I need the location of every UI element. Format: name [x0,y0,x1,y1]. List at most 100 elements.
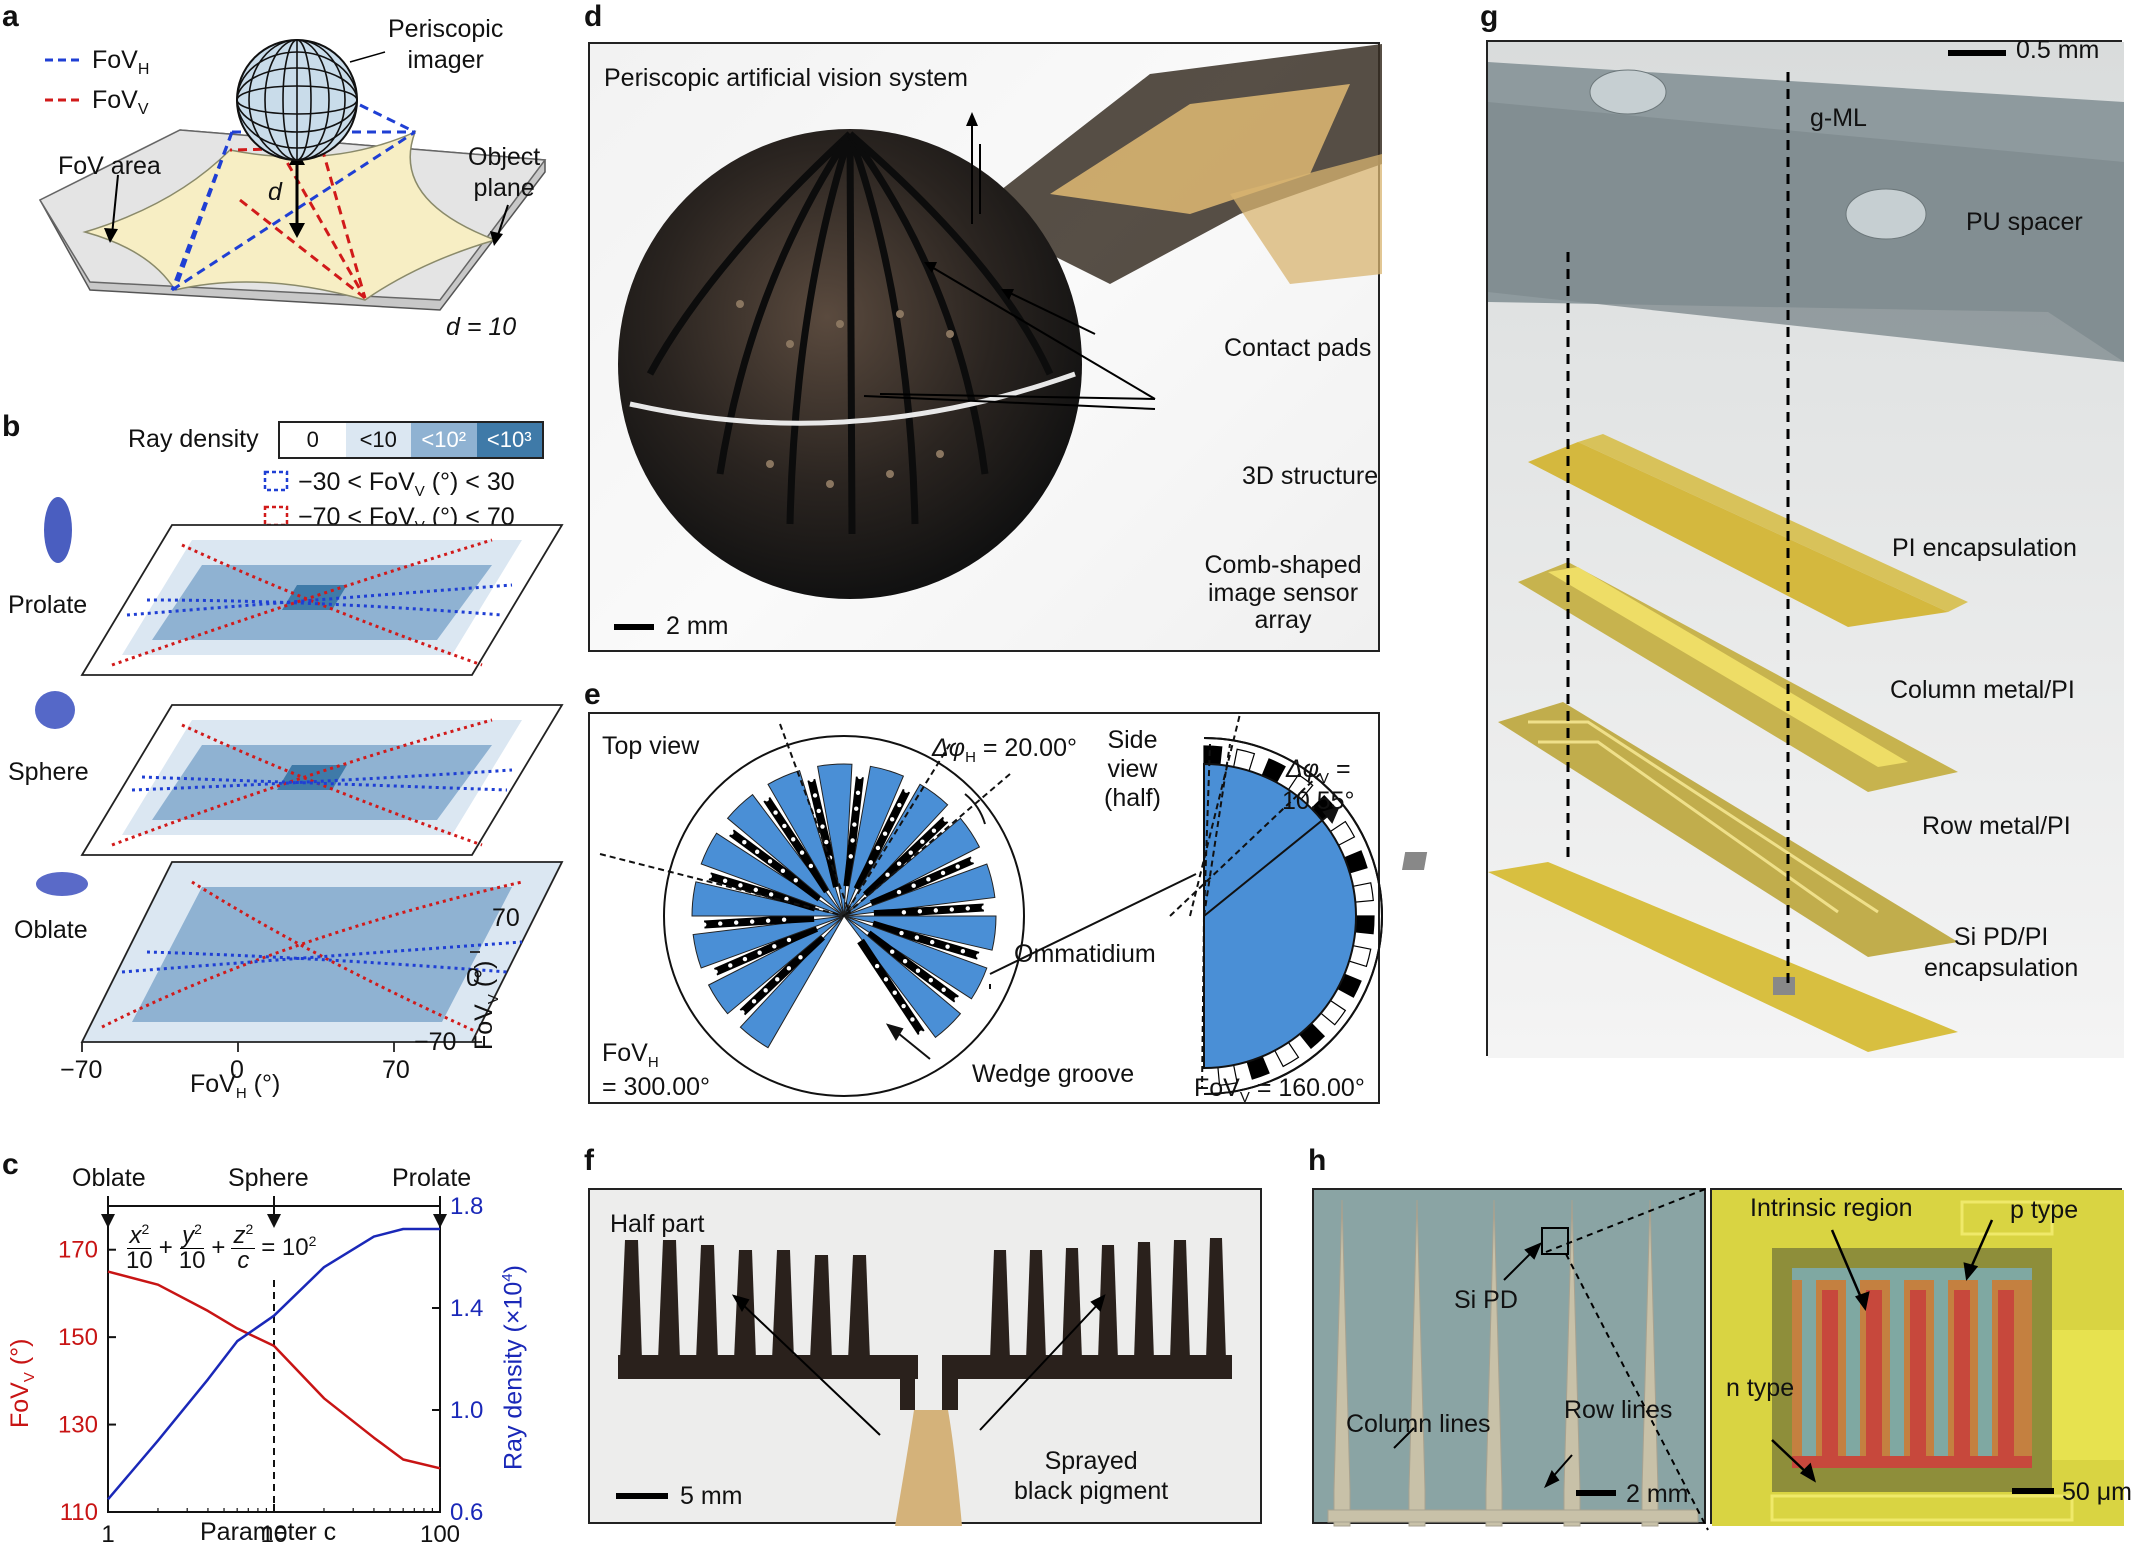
e-dot [901,1003,906,1009]
c-ytick-right-label-3: 1.8 [450,1193,483,1220]
e-dot [848,854,853,859]
e-dot [857,774,863,780]
ytick-neg70: −70 [414,1028,457,1056]
d-comb-array: Comb-shaped image sensor array [1204,551,1362,634]
vision-system-illustration [618,44,1382,599]
e-dot [742,956,748,962]
g-scale-label: 0.5 mm [2016,36,2100,64]
e-side-cell-2 [1261,758,1286,784]
e-sector-5 [726,793,845,917]
c-ytick-left-label-0: 110 [60,1499,98,1526]
range-1-label: −30 < FoVV (°) < 30 [298,468,515,500]
si-pd-closeup-illustration [1712,1190,2124,1526]
e-side-cell-9 [1348,944,1372,968]
ytick-70: 70 [492,904,520,932]
panel-a-drawing [38,39,547,311]
e-dot [780,868,786,873]
e-dot [919,1030,924,1035]
d-contact-pads: Contact pads [1224,334,1372,362]
e-dot [904,788,909,793]
panel-label-d: d [584,0,603,33]
e-wedge-10 [869,856,974,908]
e-sector-6 [767,770,845,917]
panel-label-c: c [2,1148,19,1181]
e-dot [899,930,904,936]
c-series-0 [107,1270,441,1470]
e-wedge-4 [729,829,823,902]
g-layer-si-pd: Si PD/PI encapsulation [1924,923,2079,983]
ray-density-stack [35,497,564,1052]
e-sector-14 [843,915,962,1039]
e-dot [773,810,778,815]
equation: x2 10 + y2 10 + z2 c = 102 [126,1221,317,1274]
photo-si-pd-closeup: Intrinsic region p type n type 50 μm [1710,1188,2132,1526]
e-frame: Top view ΔφH = 20.00° Side view (half) Δ… [588,712,1382,1105]
ytick-0: 0 [466,964,480,992]
e-sector-7 [817,763,853,917]
e-wedge-13 [865,930,959,1003]
d-scale-label: 2 mm [666,612,729,640]
xtick-70: 70 [382,1056,410,1084]
e-dot [764,797,769,802]
h-scale-left: 2 mm [1626,1480,1689,1508]
e-side-cell-6 [1343,850,1368,874]
c-ytick-right-label-2: 1.4 [450,1295,483,1322]
f-scalebar [616,1493,668,1499]
c-top-sphere: Sphere [228,1164,309,1192]
e-dot [914,935,920,940]
e-dot [965,906,970,911]
e-dot [707,874,712,879]
rd-bin-1: <10 [345,423,411,457]
e-dot [786,966,792,971]
e-dot [896,889,902,895]
c-ylabel-right: Ray density (×104) [499,1265,528,1470]
f-half-part: Half part [610,1210,705,1238]
e-dot [799,850,805,855]
e-dot [890,949,895,954]
e-dot [902,959,908,964]
e-dot [981,905,986,910]
e-dot [897,802,902,808]
e-dot [713,969,718,975]
e-sector-10 [843,817,981,917]
e-dot [734,920,739,925]
e-dot [824,839,829,845]
d-3d-structure: 3D structure [1242,462,1379,490]
c-xlabel: Parameter c [200,1518,337,1546]
e-dot [816,808,821,814]
e-dot [917,909,923,914]
e-dot [793,878,798,883]
e-dot [941,987,946,992]
e-dot [896,861,902,866]
e-dot [885,872,890,877]
e-dot [976,953,981,958]
c-arrow-oblate [101,1214,115,1228]
ray-density-label: Ray density [128,425,259,453]
layer-stack-illustration [1402,42,2124,1058]
e-dot [930,939,935,945]
label-d: d [268,178,282,206]
e-dot [702,922,707,927]
e-dot [798,955,803,960]
h-intrinsic-region: Intrinsic region [1750,1194,1913,1222]
e-sector-13 [843,915,988,1000]
shape-label-oblate: Oblate [14,916,88,944]
c-ytick-left-label-1: 130 [58,1412,98,1439]
e-dot [768,892,774,897]
e-dot [883,977,889,982]
e-dot [775,977,780,982]
e-dot [892,990,897,995]
e-diagram [599,713,1382,1097]
c-top-oblate: Oblate [72,1164,146,1192]
g-layer-row-metal: Row metal/PI [1922,812,2071,840]
half-part-illustration [618,1238,1232,1526]
e-wedge-1 [714,924,819,976]
e-dot [740,1010,745,1015]
e-dot [772,944,777,949]
e-wedge-12 [871,920,980,960]
eq-frac-y: y2 10 [178,1221,206,1274]
e-dot [960,949,966,954]
c-top-prolate: Prolate [392,1164,472,1192]
e-dot [728,963,733,968]
